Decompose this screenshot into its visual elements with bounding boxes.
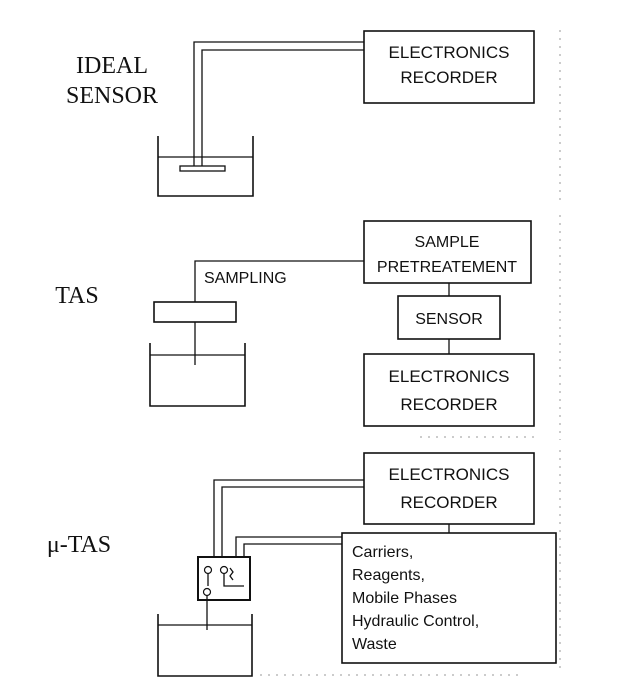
ideal-sensor-panel: IDEAL SENSOR ELECTRONICS RECORDER [66,30,535,197]
tas-box-line2: RECORDER [400,395,497,414]
scan-artifacts [260,30,561,676]
mtas-carriers-line-4: Hydraulic Control, [352,613,479,630]
ideal-label-line1: IDEAL [76,53,148,79]
mtas-wire-1 [213,479,364,557]
ideal-box-line1: ELECTRONICS [389,43,510,62]
ideal-electronics-recorder-box [363,30,535,104]
tas-label: TAS [55,283,98,309]
mtas-carriers-box [341,532,557,664]
mtas-label: μ-TAS [47,532,111,558]
mtas-carriers-line-1: Carriers, [352,544,413,561]
mtas-wire-2 [221,486,364,557]
mtas-carriers-line-5: Waste [352,636,397,653]
ideal-wire-outer [193,41,364,167]
tas-panel: TAS SAMPLING SAMPLE PRETREATEMENT SENSOR… [55,220,535,427]
tas-sampling-line [194,260,364,302]
tas-box-line1: ELECTRONICS [389,367,510,386]
mtas-carriers-line-2: Reagents, [352,567,425,584]
mtas-valve-2 [219,565,229,575]
mtas-panel: μ-TAS ELECTRONICS RECORDER Carriers, Rea… [47,452,557,677]
tas-sampler-block [153,301,237,323]
mtas-chip-resistor [229,567,234,581]
mtas-box-line2: RECORDER [400,493,497,512]
mtas-chip-channel-2 [223,574,244,587]
tas-electronics-recorder-box [363,353,535,427]
mtas-fluid-line-2 [243,543,342,557]
mtas-beaker [157,614,253,677]
ideal-sensor-plate [179,165,226,172]
mtas-fluid-line-1 [235,536,342,557]
mtas-valve-1 [203,565,213,575]
tas-beaker [149,343,246,407]
mtas-chip-components [202,565,244,597]
ideal-beaker [157,136,254,197]
mtas-carriers-line-3: Mobile Phases [352,590,457,607]
ideal-box-line2: RECORDER [400,68,497,87]
tas-sampling-label: SAMPLING [204,270,287,287]
tas-sensor-label: SENSOR [415,311,483,328]
tas-pretreatment-box [363,220,532,284]
tas-sensor-box [397,295,501,340]
mtas-valve-3 [202,587,212,597]
mtas-electronics-recorder-box [363,452,535,525]
tas-pretreat-line1: SAMPLE [415,234,480,251]
ideal-label-line2: SENSOR [66,83,158,109]
mtas-box-line1: ELECTRONICS [389,465,510,484]
tas-pretreat-line2: PRETREATEMENT [377,259,517,276]
ideal-wire-inner [201,49,364,167]
